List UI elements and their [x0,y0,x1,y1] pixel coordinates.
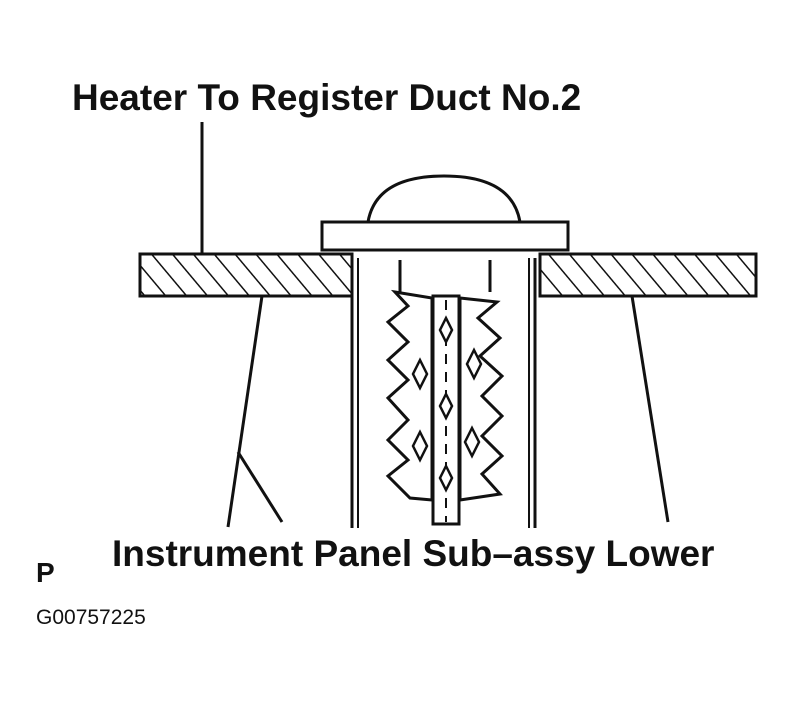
clip-shaft [350,258,537,528]
instrument-panel-body [226,295,670,528]
bottom-label: Instrument Panel Sub–assy Lower [112,533,714,574]
corner-letter: P [36,557,55,588]
top-label: Heater To Register Duct No.2 [72,77,581,118]
duct-panel [138,252,758,298]
clip-prongs [398,260,492,292]
clip-head [320,174,570,252]
figure-code: G00757225 [36,606,146,629]
clip-diamond-marks [411,315,483,493]
